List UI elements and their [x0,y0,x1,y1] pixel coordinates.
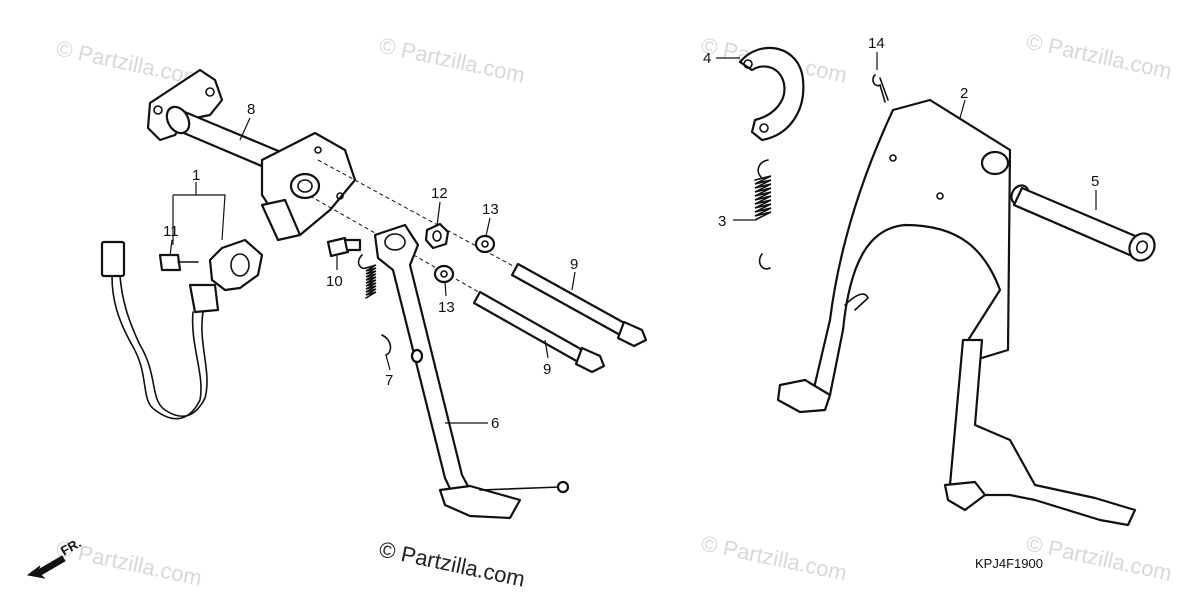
part-13-washer-lower[interactable] [433,264,455,284]
part-13-washer-upper[interactable] [474,234,496,254]
part-7-spring[interactable] [357,254,392,356]
callout-10[interactable]: 10 [326,273,343,290]
watermark-top-center: © Partzilla.com [377,32,527,87]
callout-14[interactable]: 14 [868,35,885,52]
front-arrow-icon [26,555,66,579]
part-10-stud[interactable] [326,236,362,258]
leader-lines [169,52,1097,424]
diagram-code: KPJ4F1900 [975,556,1043,571]
part-2-main-stand[interactable] [776,98,1137,527]
part-6-side-stand[interactable] [373,223,570,520]
part-5-pivot-shaft[interactable] [1008,182,1159,265]
callout-9-upper[interactable]: 9 [570,256,578,273]
part-4-hook-plate[interactable] [738,46,805,142]
callout-2[interactable]: 2 [960,85,968,102]
callout-5[interactable]: 5 [1091,173,1099,190]
callout-9-lower[interactable]: 9 [543,361,551,378]
part-9-bolt-upper[interactable] [510,262,648,348]
part-14-cotter-pin[interactable] [872,74,889,103]
part-9-bolt-lower[interactable] [472,290,606,374]
callout-labels: 1 2 3 4 5 6 7 8 9 9 10 11 12 13 13 14 [163,35,1099,432]
callout-7[interactable]: 7 [385,372,393,389]
part-1-side-stand-switch[interactable] [100,238,264,420]
callout-4[interactable]: 4 [703,50,711,67]
part-8-pivot-pipe[interactable] [146,68,357,242]
watermark-main: © Partzilla.com [377,536,527,591]
callout-11[interactable]: 11 [163,223,179,240]
watermark-bottom-center-right: © Partzilla.com [699,530,849,585]
callout-13-lower[interactable]: 13 [438,299,455,316]
part-11-bolt[interactable] [158,253,199,272]
watermark-bottom-right: © Partzilla.com [1024,530,1174,585]
callout-6[interactable]: 6 [491,415,499,432]
callout-12[interactable]: 12 [431,185,448,202]
part-12-nut[interactable] [424,222,450,250]
part-3-main-spring[interactable] [754,159,772,270]
watermark-top-right: © Partzilla.com [1024,28,1174,83]
callout-13-upper[interactable]: 13 [482,201,499,218]
callout-8[interactable]: 8 [247,101,255,118]
callout-3[interactable]: 3 [718,213,726,230]
callout-1[interactable]: 1 [192,167,200,184]
